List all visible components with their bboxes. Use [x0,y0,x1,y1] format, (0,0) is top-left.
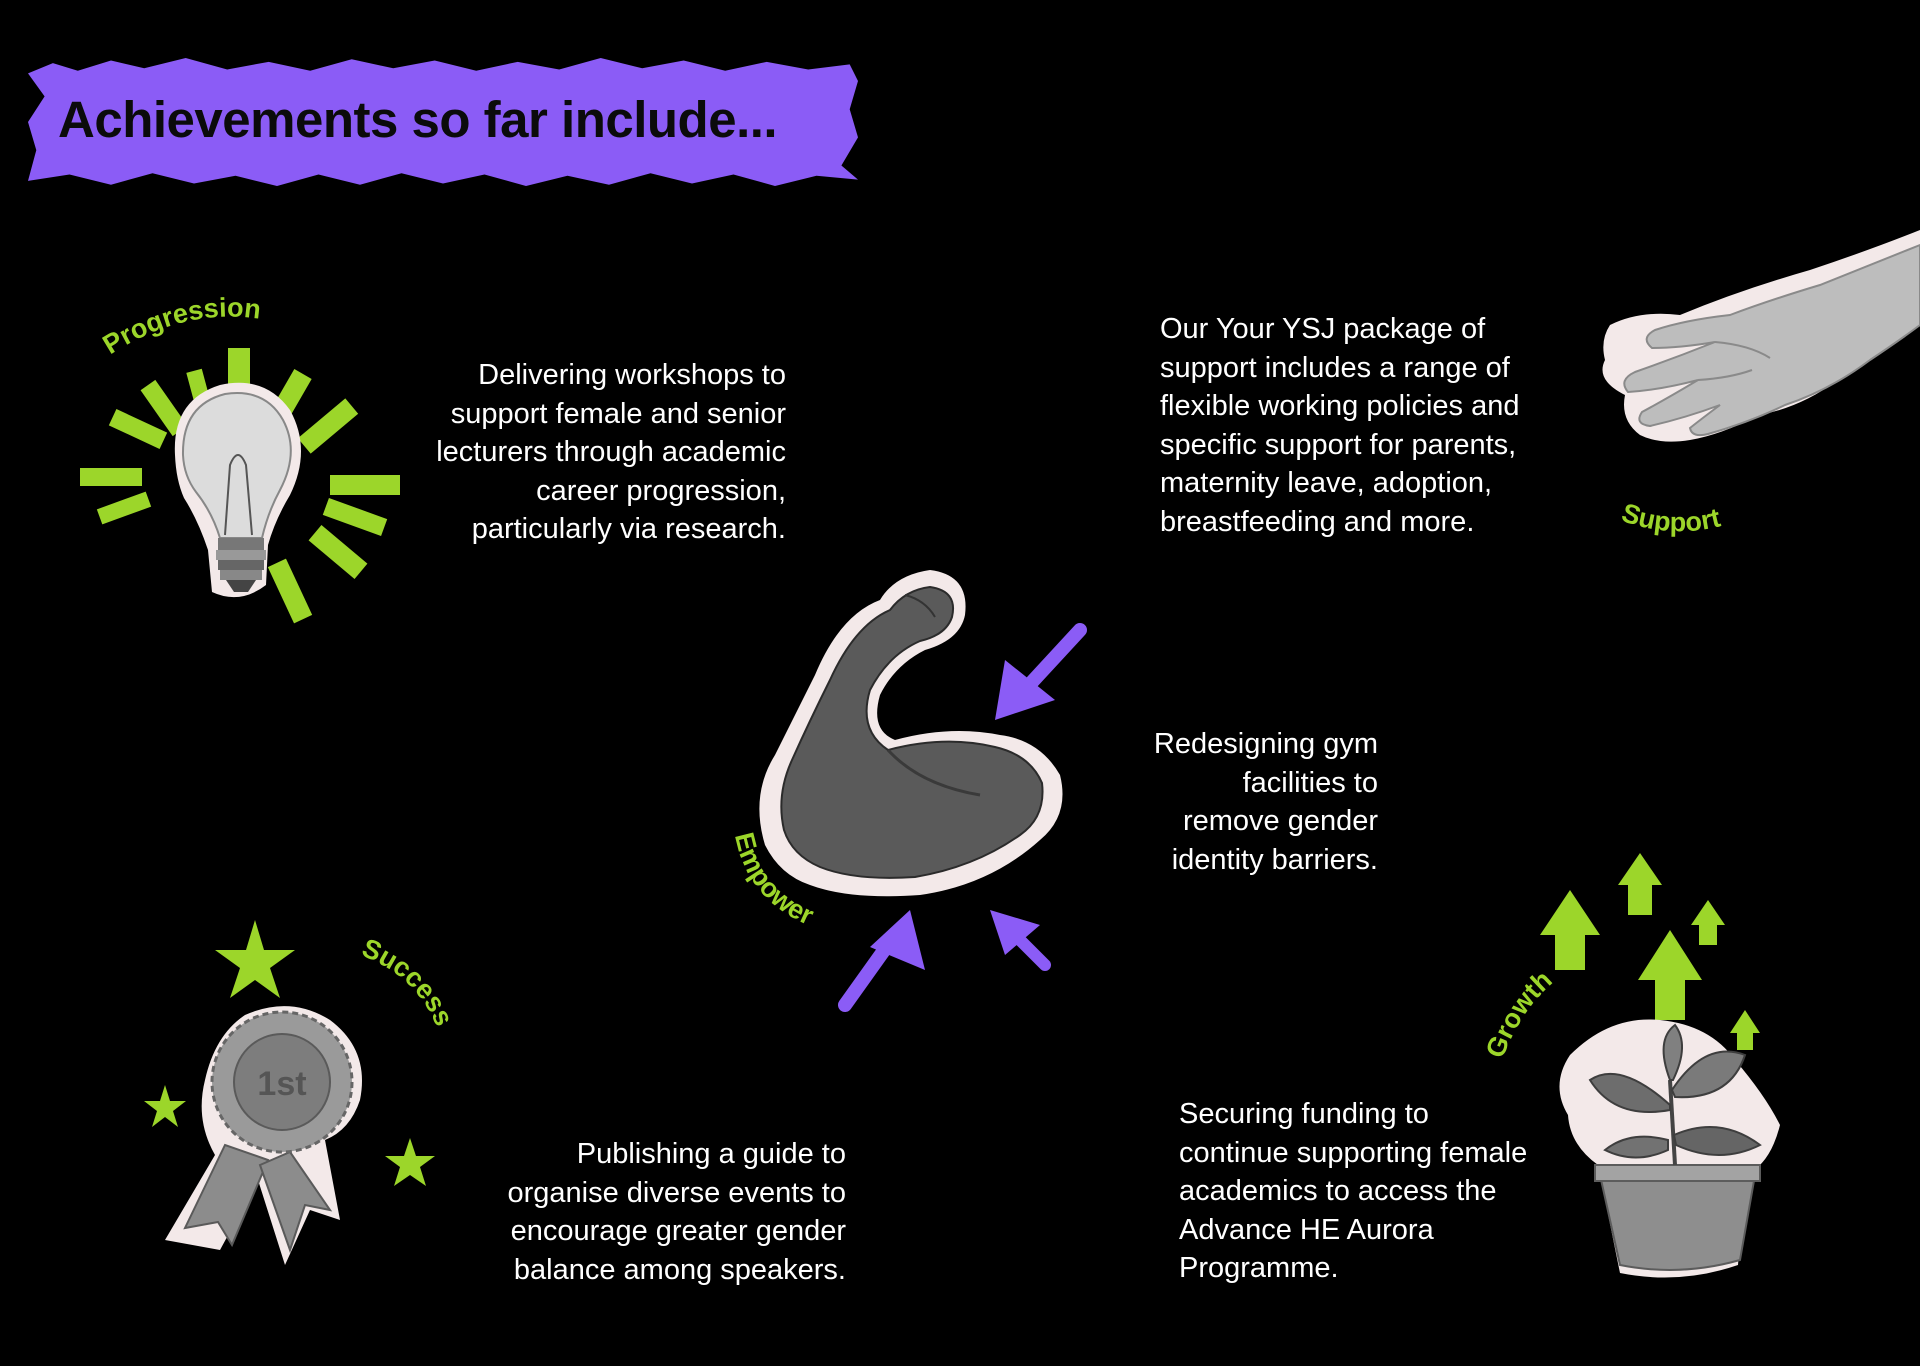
lightbulb-icon [181,392,292,592]
first-place-badge: 1st [257,1065,306,1103]
growth-label: Growth [1480,964,1558,1062]
progression-illustration: Progression [80,292,400,624]
page-title: Achievements so far include... [58,91,778,148]
flexed-arm-icon [780,585,1044,879]
rosette-icon: 1st [183,1010,354,1254]
growth-text: Securing funding to continue supporting … [1179,1098,1528,1284]
open-hand-icon [1623,243,1920,437]
star-icons [144,920,435,1186]
empower-text: Redesigning gym facilities to remove gen… [1153,728,1378,876]
empower-illustration: Empower [729,570,1087,1012]
success-text: Publishing a guide to organise diverse e… [507,1138,846,1286]
title-banner [28,58,858,186]
arrow-icons [838,623,1087,1012]
support-text: Our Your YSJ package of support includes… [1160,313,1520,538]
potted-plant-icon [1588,1023,1762,1271]
growth-illustration: Growth [1480,853,1780,1278]
success-illustration: Success 1st [144,920,459,1265]
support-label: Support [1618,497,1723,537]
light-rays [80,348,400,624]
support-illustration: Support [1602,230,1920,537]
progression-text: Delivering workshops to support female a… [436,359,786,545]
up-arrow-icons [1540,853,1760,1050]
success-label: Success [358,933,459,1031]
